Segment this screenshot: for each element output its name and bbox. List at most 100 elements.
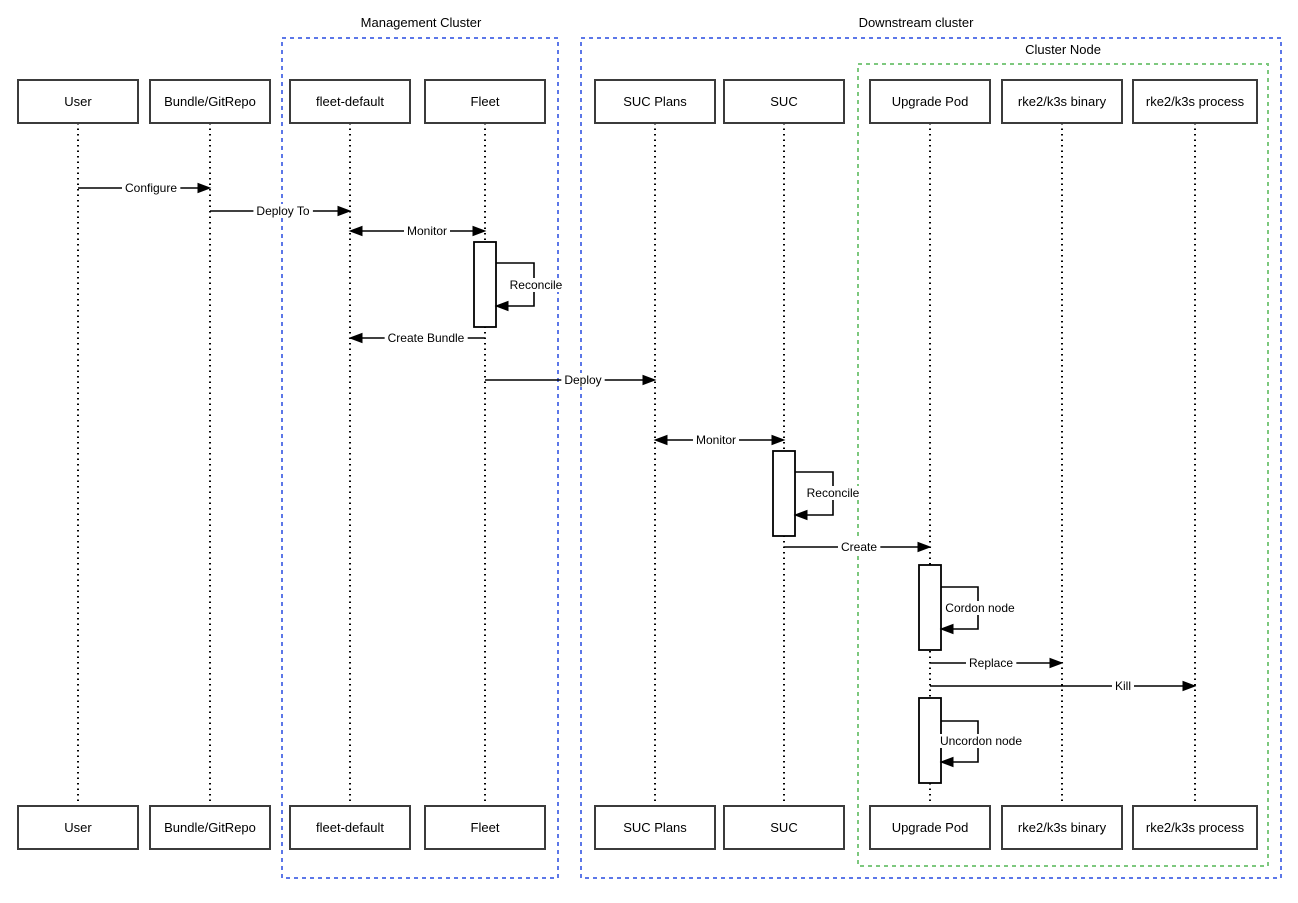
self-loop-fleet-reconcile-label: Reconcile (510, 278, 563, 292)
message-configure-arrowhead (197, 182, 212, 194)
actor-fleet-bottom: Fleet (424, 805, 546, 850)
message-create-label: Create (841, 540, 877, 554)
group-management-cluster-border (281, 37, 559, 879)
message-replace-arrowhead (1049, 657, 1064, 669)
message-monitor-suc-label-bg (692, 433, 740, 447)
message-create-arrowhead (917, 541, 932, 553)
actor-suc-plans-bottom-box (594, 805, 716, 850)
group-downstream-cluster: Downstream cluster (580, 15, 1282, 879)
self-loop-uncordon-node-label: Uncordon node (940, 734, 1022, 748)
actor-upgrade-pod-top-label: Upgrade Pod (892, 94, 969, 109)
actor-fleet-top: Fleet (424, 79, 546, 124)
suc-reconcile-activation (772, 450, 796, 537)
group-management-cluster-label: Management Cluster (361, 15, 482, 30)
actor-upgrade-pod-bottom-box (869, 805, 991, 850)
actor-user-bottom-label: User (64, 820, 92, 835)
actor-fleet-bottom-box (424, 805, 546, 850)
actor-rke2-k3s-process-bottom: rke2/k3s process (1132, 805, 1258, 850)
actor-suc-top: SUC (723, 79, 845, 124)
actor-suc-bottom-box (723, 805, 845, 850)
actor-suc-plans-top-box (594, 79, 716, 124)
actor-suc-plans-bottom-label: SUC Plans (623, 820, 687, 835)
actor-fleet-default-top: fleet-default (289, 79, 411, 124)
actor-suc-bottom-label: SUC (770, 820, 797, 835)
message-replace-label: Replace (969, 656, 1013, 670)
actor-user-bottom-box (17, 805, 139, 850)
actor-suc-top-label: SUC (770, 94, 797, 109)
actor-upgrade-pod-top: Upgrade Pod (869, 79, 991, 124)
self-loop-uncordon-node-label-bg (936, 734, 1026, 748)
message-monitor-fleet-arrowhead-back (348, 225, 363, 237)
actor-rke2-k3s-process-top: rke2/k3s process (1132, 79, 1258, 124)
group-management-cluster: Management Cluster (281, 15, 559, 879)
self-loop-uncordon-node: Uncordon node (936, 720, 1026, 768)
self-loop-suc-reconcile-arrowhead (793, 509, 808, 521)
message-monitor-suc-arrowhead-back (653, 434, 668, 446)
actor-fleet-default-bottom-box (289, 805, 411, 850)
actor-suc-plans-top-label: SUC Plans (623, 94, 687, 109)
self-loop-cordon-node-label-bg (942, 601, 1019, 615)
self-loop-fleet-reconcile: Reconcile (494, 262, 566, 312)
message-monitor-suc-label: Monitor (696, 433, 736, 447)
actor-rke2-k3s-binary-top-label: rke2/k3s binary (1018, 94, 1107, 109)
message-monitor-fleet-arrowhead (472, 225, 487, 237)
message-kill-arrowhead (1182, 680, 1197, 692)
message-create: Create (784, 540, 932, 554)
actor-suc-top-box (723, 79, 845, 124)
fleet-reconcile-activation (473, 241, 497, 328)
message-deploy-to-label-bg (253, 204, 313, 218)
upgrade-pod-cordon-activation (918, 564, 942, 651)
message-replace-label-bg (965, 656, 1017, 670)
message-create-bundle-label-bg (384, 331, 468, 345)
message-deploy-to-arrowhead (337, 205, 352, 217)
message-deploy-arrowhead (642, 374, 657, 386)
actor-bundle-gitrepo-top: Bundle/GitRepo (149, 79, 271, 124)
self-loop-fleet-reconcile-arrowhead (494, 300, 509, 312)
message-monitor-fleet-label: Monitor (407, 224, 447, 238)
actor-bundle-gitrepo-bottom-label: Bundle/GitRepo (164, 820, 256, 835)
actor-user-bottom: User (17, 805, 139, 850)
actor-rke2-k3s-binary-bottom-box (1001, 805, 1123, 850)
actor-fleet-top-label: Fleet (471, 94, 500, 109)
message-monitor-fleet-label-bg (403, 224, 451, 238)
actor-bundle-gitrepo-bottom-box (149, 805, 271, 850)
message-kill-label-bg (1111, 679, 1135, 693)
actor-suc-bottom: SUC (723, 805, 845, 850)
actor-upgrade-pod-top-box (869, 79, 991, 124)
message-kill-label: Kill (1115, 679, 1131, 693)
self-loop-cordon-node: Cordon node (939, 586, 1019, 635)
actor-bundle-gitrepo-top-box (149, 79, 271, 124)
actor-bundle-gitrepo-bottom: Bundle/GitRepo (149, 805, 271, 850)
message-create-bundle: Create Bundle (348, 331, 485, 345)
actor-rke2-k3s-binary-top: rke2/k3s binary (1001, 79, 1123, 124)
message-configure: Configure (78, 181, 212, 195)
actor-upgrade-pod-bottom-label: Upgrade Pod (892, 820, 969, 835)
message-configure-label-bg (121, 181, 181, 195)
actor-rke2-k3s-process-top-label: rke2/k3s process (1146, 94, 1245, 109)
actor-rke2-k3s-binary-bottom: rke2/k3s binary (1001, 805, 1123, 850)
actor-fleet-default-bottom: fleet-default (289, 805, 411, 850)
actor-fleet-bottom-label: Fleet (471, 820, 500, 835)
actor-bundle-gitrepo-top-label: Bundle/GitRepo (164, 94, 256, 109)
message-kill: Kill (930, 679, 1197, 693)
self-loop-suc-reconcile-label: Reconcile (807, 486, 860, 500)
self-loop-fleet-reconcile-label-bg (506, 278, 566, 292)
actor-rke2-k3s-binary-bottom-label: rke2/k3s binary (1018, 820, 1107, 835)
actor-rke2-k3s-process-bottom-box (1132, 805, 1258, 850)
actor-suc-plans-top: SUC Plans (594, 79, 716, 124)
self-loop-suc-reconcile: Reconcile (793, 471, 863, 521)
group-cluster-node-border (857, 63, 1269, 867)
message-configure-label: Configure (125, 181, 177, 195)
actor-rke2-k3s-process-top-box (1132, 79, 1258, 124)
actor-rke2-k3s-binary-top-box (1001, 79, 1123, 124)
actor-fleet-default-top-label: fleet-default (316, 94, 384, 109)
message-deploy-to: Deploy To (210, 204, 352, 218)
message-monitor-fleet: Monitor (348, 224, 487, 238)
self-loop-uncordon-node-arrowhead (939, 756, 954, 768)
actor-fleet-top-box (424, 79, 546, 124)
self-loop-cordon-node-arrowhead (939, 623, 954, 635)
group-downstream-cluster-label: Downstream cluster (859, 15, 975, 30)
group-cluster-node: Cluster Node (857, 42, 1269, 867)
message-deploy-label-bg (561, 373, 605, 387)
